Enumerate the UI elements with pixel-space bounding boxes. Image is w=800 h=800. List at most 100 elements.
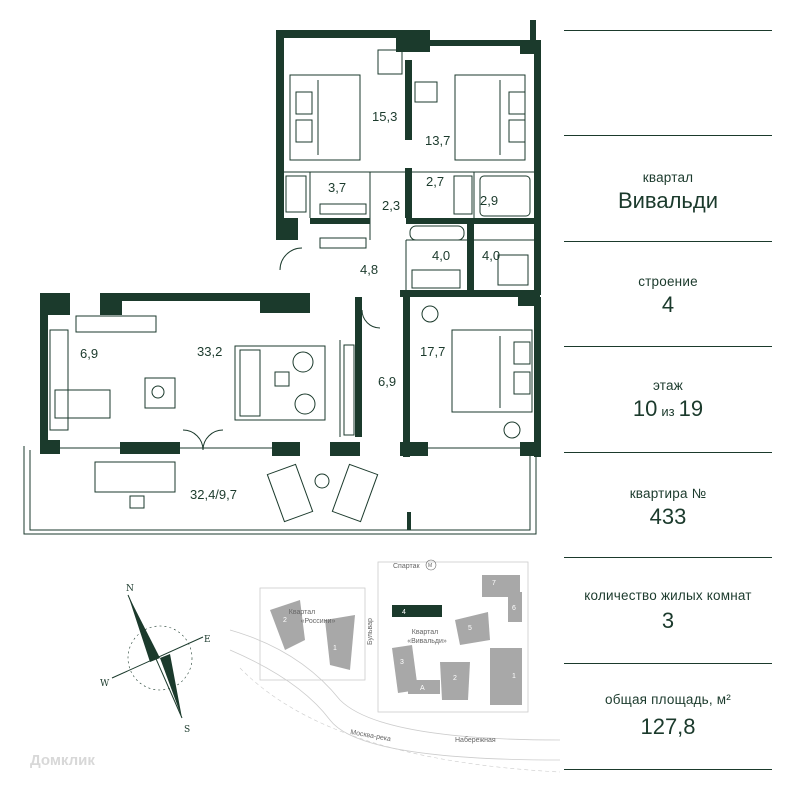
rossini-building-2 [270,600,305,650]
separator [564,452,772,453]
wall [396,30,430,52]
site-map: 2 1 Квартал «Россини» 4 7 6 5 3 2 1 А Кв… [229,559,561,773]
apartment-number-value: 433 [649,504,687,529]
boulevard-label: Бульвар [367,618,374,645]
vivaldi-building-6 [508,592,522,622]
windows [60,33,520,449]
floor-of: из [661,404,675,419]
room-corridor2-area: 2,7 [426,174,444,189]
wall [100,293,122,315]
building-label: строение [638,274,698,289]
wall [40,440,60,454]
room-terrace-area: 32,4/9,7 [190,487,237,502]
wall [330,442,360,456]
compass-south-label: S [184,725,190,735]
vivaldi-building-a [408,680,440,694]
vivaldi-building-2 [440,662,470,700]
room-kitchen-area: 6,9 [80,346,98,361]
room-bath1-area: 4,0 [432,248,450,263]
rossini-building-2-label: 2 [283,617,287,624]
wall [530,20,536,42]
compass-east-label: E [204,635,211,645]
room-closet2-area: 6,9 [378,374,396,389]
wall [430,40,540,46]
wall [272,442,300,456]
metro-station-label: Спартак [393,563,420,570]
quarter-value: Вивальди [617,188,719,213]
room-closet1-area: 3,7 [328,180,346,195]
wall [405,168,412,218]
room-living-area: 33,2 [197,344,222,359]
room-hall-area: 4,8 [360,262,378,277]
wall [534,297,541,457]
separator [564,769,772,770]
separator [564,663,772,664]
vivaldi-building-a-label: А [420,685,425,692]
metro-icon-label: М [428,563,432,569]
vivaldi-building-4 [392,605,442,617]
vivaldi-building-7 [482,575,520,597]
compass-needle-north [128,595,160,662]
vivaldi-building-1 [490,648,522,705]
rossini-quarter-label: Квартал [289,609,315,616]
room-bath-small-area: 2,9 [480,193,498,208]
wall [520,442,541,456]
floor-value: 10 [632,396,658,421]
vivaldi-building-5-label: 5 [468,625,472,632]
apartment-number-label: квартира № [629,486,707,501]
quarter-label: квартал [642,170,694,185]
separator [564,30,772,31]
room-corridor1-area: 2,3 [382,198,400,213]
vivaldi-building-5 [455,612,490,645]
walls [40,20,541,530]
total-area-value: 127,8 [640,714,696,739]
wall [276,30,284,240]
wall [534,40,541,295]
metro-icon [425,559,437,571]
wall [407,512,411,530]
room-bedroom2-area: 13,7 [425,133,450,148]
separator [564,346,772,347]
floor-total: 19 [678,396,704,421]
living-rooms-value: 3 [661,608,675,633]
wall [120,442,180,454]
river-label: Москва-река [350,729,392,743]
wall [310,218,370,224]
terrace-outline [23,446,537,535]
compass: N E S W [100,584,211,735]
floor-label: этаж [653,378,683,393]
wall [276,218,298,240]
building-value: 4 [661,292,675,317]
separator [564,557,772,558]
total-area-label: общая площадь, м² [605,692,731,707]
furniture [49,49,533,523]
watermark: Домклик [30,752,95,769]
wall [400,290,540,297]
rossini-quarter-name: «Россини» [301,618,336,625]
room-bedroom1-area: 15,3 [372,109,397,124]
vivaldi-quarter-name: «Вивальди» [407,638,447,645]
vivaldi-building-7-label: 7 [492,580,496,587]
vivaldi-quarter-label: Квартал [412,629,438,636]
room-labels: 15,3 13,7 3,7 2,3 2,7 2,9 4,0 4,0 4,8 6,… [80,109,500,502]
wall [40,293,48,453]
wall [405,60,412,140]
compass-west-label: W [100,679,110,689]
vivaldi-building-3-label: 3 [400,659,404,666]
living-rooms-label: количество жилых комнат [584,588,752,603]
room-bath2-area: 4,0 [482,248,500,263]
compass-north-label: N [126,584,134,594]
wall [260,293,310,313]
vivaldi-building-2-label: 2 [453,675,457,682]
wall [467,218,474,290]
compass-needle-south [160,654,182,718]
vivaldi-building-1-label: 1 [512,673,516,680]
rossini-building-1-label: 1 [333,645,337,652]
wall [403,297,410,457]
wall [400,442,428,456]
vivaldi-building-4-label: 4 [402,609,406,616]
separator [564,241,772,242]
wall [355,297,362,437]
